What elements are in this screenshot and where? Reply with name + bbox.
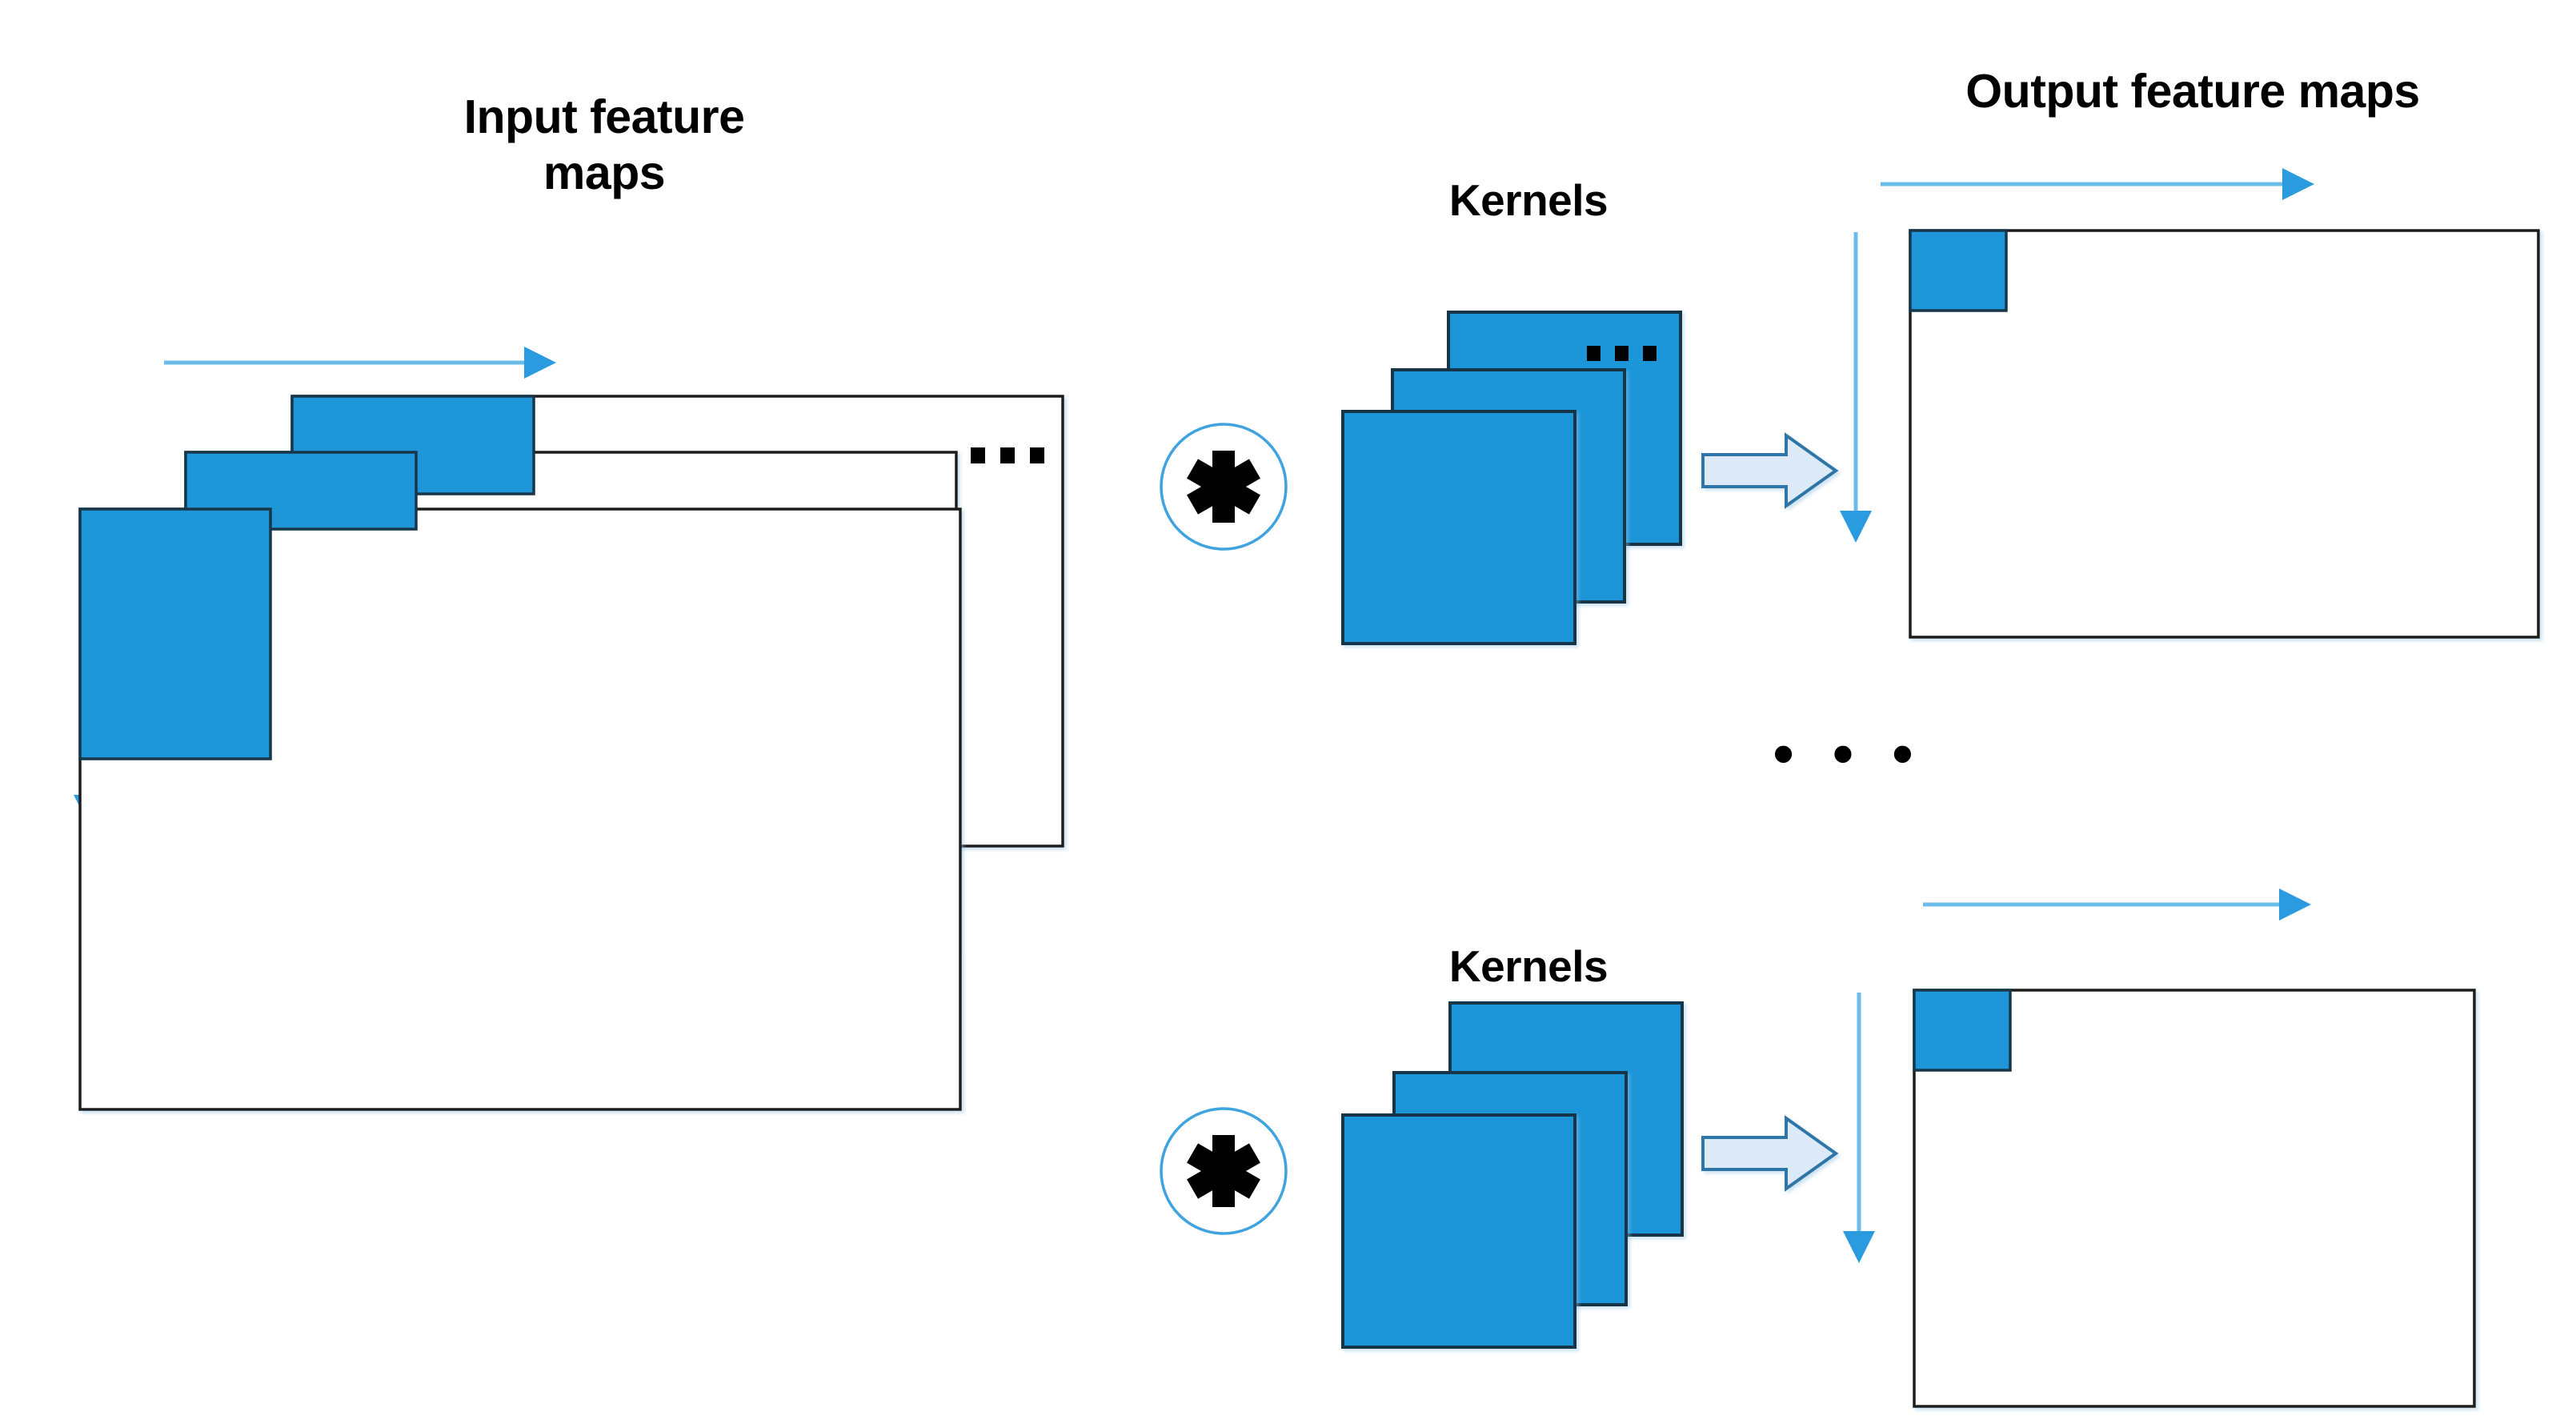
block-arrow-top-icon	[1701, 432, 1839, 509]
kernels-label-bottom: Kernels	[1448, 941, 1608, 991]
output-feature-maps-label: Output feature maps	[1965, 65, 2420, 118]
kernels-label-top: Kernels	[1448, 175, 1608, 225]
output-patch-top	[1909, 229, 2008, 312]
asterisk-icon	[1187, 451, 1260, 523]
block-arrow-bottom-icon	[1701, 1115, 1839, 1192]
kernel-bottom-front	[1341, 1113, 1576, 1349]
conv-row-bottom	[1160, 888, 2476, 1408]
kernel-stack-ellipsis-icon	[1587, 346, 1657, 361]
input-feature-maps-label: Input feature maps	[463, 90, 745, 199]
output-maps-vertical-ellipsis: • • •	[1773, 720, 1925, 787]
conv-operator-bottom	[1160, 1107, 1288, 1235]
kernel-top-front	[1341, 410, 1576, 645]
input-stack-ellipsis-icon	[971, 447, 1044, 463]
asterisk-bottom-icon	[1187, 1135, 1260, 1207]
conv-operator-top	[1160, 423, 1288, 551]
output-feature-map-top	[1909, 229, 2540, 639]
input-receptive-patch-front	[78, 507, 272, 760]
conv-row-top	[1160, 168, 2540, 645]
input-feature-maps-group	[74, 347, 1064, 1111]
output-patch-bottom	[1913, 989, 2012, 1072]
